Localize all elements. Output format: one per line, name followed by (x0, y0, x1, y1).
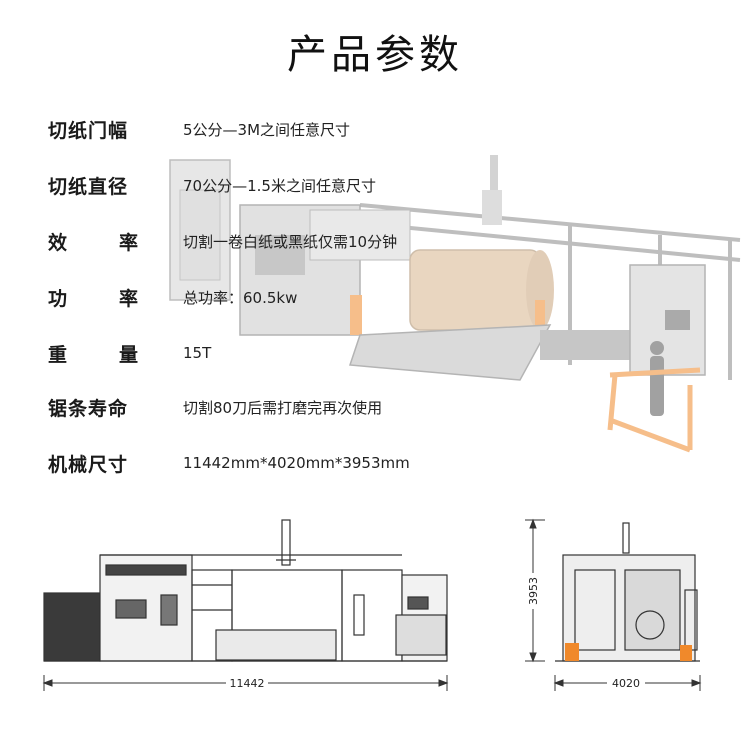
spec-value: 11442mm*4020mm*3953mm (183, 454, 410, 472)
side-height-dim: 3953 (527, 577, 540, 605)
spec-value: 切割80刀后需打磨完再次使用 (183, 398, 383, 417)
spec-row-cut-diameter: 切纸直径 70公分—1.5米之间任意尺寸 (48, 168, 376, 202)
spec-value: 5公分—3M之间任意尺寸 (183, 120, 351, 139)
spec-label: 机械尺寸 (48, 453, 129, 476)
spec-row-cut-width: 切纸门幅 5公分—3M之间任意尺寸 (48, 112, 350, 146)
spec-value: 总功率：60.5kw (183, 288, 298, 307)
spec-value: 切割一卷白纸或黑纸仅需10分钟 (183, 232, 398, 251)
machine-photo (169, 155, 741, 453)
side-width-dim: 4020 (612, 677, 640, 690)
spec-row-weight: 重 量 15T (48, 336, 211, 370)
spec-label: 功 率 (48, 287, 138, 310)
spec-value: 70公分—1.5米之间任意尺寸 (183, 176, 376, 195)
spec-row-efficiency: 效 率 切割一卷白纸或黑纸仅需10分钟 (48, 224, 397, 258)
spec-label: 切纸直径 (48, 175, 129, 198)
spec-value: 15T (183, 344, 212, 362)
spec-label: 锯条寿命 (48, 397, 129, 420)
side-view-drawing: 3953 4020 (525, 518, 702, 691)
spec-row-dimensions: 机械尺寸 11442mm*4020mm*3953mm (48, 446, 410, 480)
front-length-dim: 11442 (230, 677, 265, 690)
spec-label: 切纸门幅 (48, 119, 129, 142)
page-title: 产品参数 (287, 32, 463, 78)
front-view-drawing: 11442 (42, 519, 449, 691)
spec-row-blade-life: 锯条寿命 切割80刀后需打磨完再次使用 (48, 390, 382, 424)
spec-row-power: 功 率 总功率：60.5kw (48, 280, 297, 314)
spec-label: 效 率 (48, 231, 138, 254)
spec-label: 重 量 (48, 343, 138, 366)
